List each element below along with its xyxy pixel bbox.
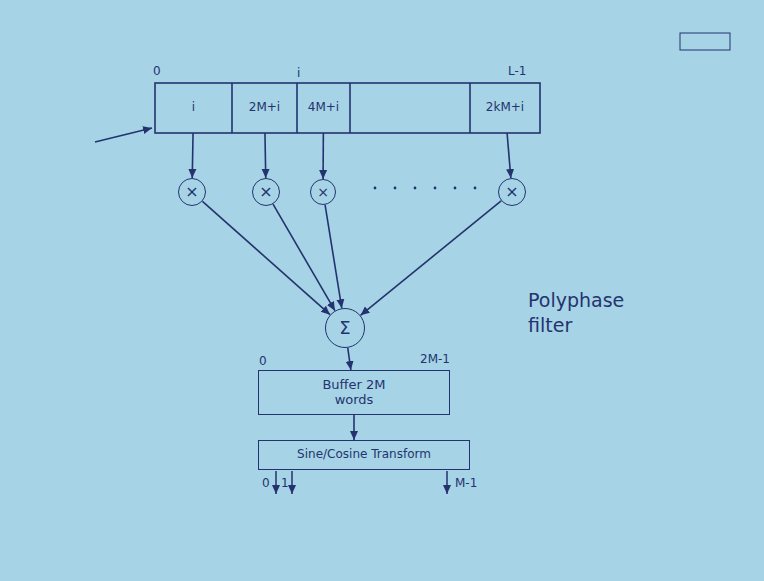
signal-arrow xyxy=(353,415,355,440)
index-label: 2M-1 xyxy=(420,352,450,366)
signal-arrow xyxy=(322,133,324,179)
index-label: 0 xyxy=(259,354,267,368)
signal-arrow xyxy=(273,204,335,311)
summation-circle: Σ xyxy=(325,308,365,348)
signal-arrow xyxy=(361,201,502,316)
multiplier-circle: × xyxy=(252,178,280,206)
output-arrow xyxy=(291,471,293,494)
cell-divider xyxy=(469,83,471,133)
cell-divider xyxy=(296,83,298,133)
output-arrow xyxy=(275,471,277,494)
multiplier-circle: × xyxy=(498,178,526,206)
node-text: 4M+i xyxy=(308,101,339,115)
signal-arrow xyxy=(348,348,351,370)
node-text: 2kM+i xyxy=(486,101,524,115)
signal-arrow xyxy=(191,133,193,178)
node-text: 2M+i xyxy=(249,101,280,115)
node-text: × xyxy=(317,184,329,200)
ellipsis-dots xyxy=(374,187,477,190)
buffer-box: Buffer 2M words xyxy=(258,370,450,415)
node-text: Σ xyxy=(339,318,350,339)
index-label: 0 xyxy=(153,64,161,78)
cell-divider xyxy=(349,83,351,133)
delay-cell: 4M+i xyxy=(297,83,350,133)
node-text: × xyxy=(185,183,198,201)
node-text: × xyxy=(505,183,518,201)
index-label: i xyxy=(297,66,300,80)
delay-cell: i xyxy=(155,83,232,133)
output-index: M-1 xyxy=(455,476,477,490)
index-label: L-1 xyxy=(508,64,526,78)
node-text: × xyxy=(259,183,272,201)
cell-divider xyxy=(231,83,233,133)
node-text: Sine/Cosine Transform xyxy=(297,448,431,462)
signal-arrow xyxy=(202,201,330,314)
signal-arrow xyxy=(507,133,511,178)
multiplier-circle: × xyxy=(310,179,336,205)
multiplier-circle: × xyxy=(178,178,206,206)
signal-arrow xyxy=(325,205,342,308)
output-index: 1 xyxy=(281,476,289,490)
diagram-note: Polyphase filter xyxy=(528,288,638,337)
output-arrow xyxy=(446,471,448,494)
delay-line xyxy=(155,83,540,133)
transform-box: Sine/Cosine Transform xyxy=(258,440,470,470)
input-arrow xyxy=(95,128,152,142)
signal-arrow xyxy=(264,133,266,178)
output-index: 0 xyxy=(262,476,270,490)
delay-cell: 2M+i xyxy=(232,83,297,133)
stamp-box xyxy=(680,33,730,50)
node-text: Buffer 2M words xyxy=(314,378,394,408)
node-text: i xyxy=(192,101,195,115)
delay-cell: 2kM+i xyxy=(470,83,540,133)
